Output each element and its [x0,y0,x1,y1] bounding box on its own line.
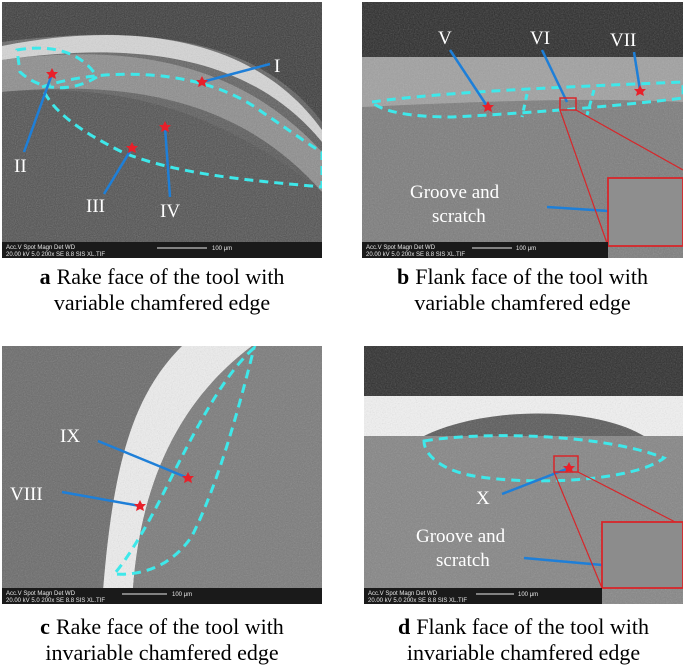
marker-label-V: V [438,28,452,49]
caption-letter-a: a [39,264,51,289]
sem-image-d: X Groove and scratch Acc.V Spot Magn Det… [364,346,683,604]
marker-label-X: X [476,488,490,509]
caption-letter-c: c [40,614,50,639]
info-values-a: 20.00 kV 5.0 200x SE 8.8 SIS XL.TIF [6,252,105,258]
caption-line1-c: Rake face of the tool with [55,614,284,639]
caption-letter-d: d [397,614,411,639]
marker-label-VIII: VIII [10,484,43,505]
caption-line1-d: Flank face of the tool with [416,614,650,639]
marker-label-IV: IV [160,201,180,222]
info-values-b: 20.00 kV 5.0 200x SE 8.8 SIS XL.TIF [366,252,465,258]
caption-line2-d: invariable chamfered edge [406,640,641,665]
scale-bar-b: 100 μm [516,246,536,252]
annotation-b-line1: Groove and [410,182,500,203]
info-header-b: Acc.V Spot Magn Det WD [366,245,436,251]
marker-label-II: II [14,156,27,177]
caption-line1-b: Flank face of the tool with [415,264,649,289]
marker-label-VII: VII [610,30,636,51]
caption-line2-a: variable chamfered edge [53,290,271,315]
info-header-c: Acc.V Spot Magn Det WD [6,591,76,597]
caption-line1-a: Rake face of the tool with [56,264,285,289]
info-header-d: Acc.V Spot Magn Det WD [368,591,438,597]
info-values-c: 20.00 kV 5.0 200x SE 8.8 SIS XL.TIF [6,598,105,604]
sem-image-b: V VI VII Groove and scratch Acc.V Spot M… [362,2,683,258]
caption-letter-b: b [396,264,410,289]
marker-label-IX: IX [60,426,80,447]
annotation-d-line2: scratch [436,550,490,571]
caption-line2-c: invariable chamfered edge [45,640,279,665]
info-header-a: Acc.V Spot Magn Det WD [6,245,76,251]
annotation-d-line1: Groove and [416,526,506,547]
sem-image-c: IX VIII Acc.V Spot Magn Det WD 20.00 kV … [2,346,322,604]
marker-label-I: I [274,56,280,77]
caption-line2-b: variable chamfered edge [414,290,631,315]
scale-bar-d: 100 μm [518,592,538,598]
marker-label-III: III [86,196,105,217]
scale-bar-a: 100 μm [212,246,232,252]
scale-bar-c: 100 μm [172,592,192,598]
sem-image-a: I II III IV Acc.V Spot Magn Det WD 20.00… [2,2,322,258]
info-values-d: 20.00 kV 5.0 200x SE 8.8 SIS XL.TIF [368,598,467,604]
annotation-b-line2: scratch [432,206,486,227]
marker-label-VI: VI [530,28,550,49]
